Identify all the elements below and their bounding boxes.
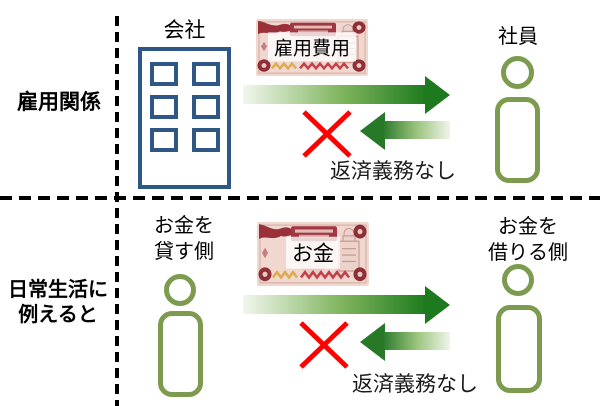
banknote-icon: お金 [257,222,369,286]
lender-label-line2: 貸す側 [154,241,214,263]
row-header-employment: 雇用関係 [17,91,101,114]
row-header-daily-life-line1: 日常生活に [8,279,108,301]
person-body [158,311,203,397]
borrower-label: お金を 借りる側 [486,214,570,266]
arrow-right-icon [243,295,426,314]
building-window [150,62,178,86]
arrow-left-head [360,323,385,361]
horizontal-dashed-divider [0,196,600,200]
building-window [150,95,178,119]
red-cross-icon [298,320,350,370]
person-icon [502,264,534,296]
building-windows [150,62,227,152]
borrower-label-line2: 借りる側 [488,242,568,264]
row-header-daily-life-line2: 例えると [18,304,98,326]
vertical-dashed-divider [115,16,119,406]
banknote-label: お金 [286,236,340,269]
person-icon [501,56,534,89]
arrow-right-icon [243,85,426,104]
company-label: 会社 [163,19,206,42]
arrow-right-head [425,286,450,324]
building-window [192,128,220,152]
arrow-left-head [360,112,385,150]
lender-label: お金を 貸す側 [146,213,222,265]
employee-label: 社員 [498,26,538,48]
arrow-right-head [425,76,450,114]
no-repayment-label: 返済義務なし [330,160,456,183]
banknote-icon: 雇用費用 [256,19,368,76]
red-cross-icon [301,109,353,159]
person-body [496,305,542,393]
no-repayment-label: 返済義務なし [352,373,478,396]
row-header-daily-life: 日常生活に 例えると [2,278,114,328]
banknote-label: 雇用費用 [267,31,357,61]
lender-label-line1: お金を [154,215,214,237]
person-icon [164,274,196,306]
person-body [495,97,540,183]
building-window [150,128,178,152]
building-window [192,95,220,119]
borrower-label-line1: お金を [498,216,558,238]
building-icon [138,47,231,189]
arrow-left-icon [384,332,450,350]
arrow-left-icon [384,121,450,139]
building-window [192,62,220,86]
